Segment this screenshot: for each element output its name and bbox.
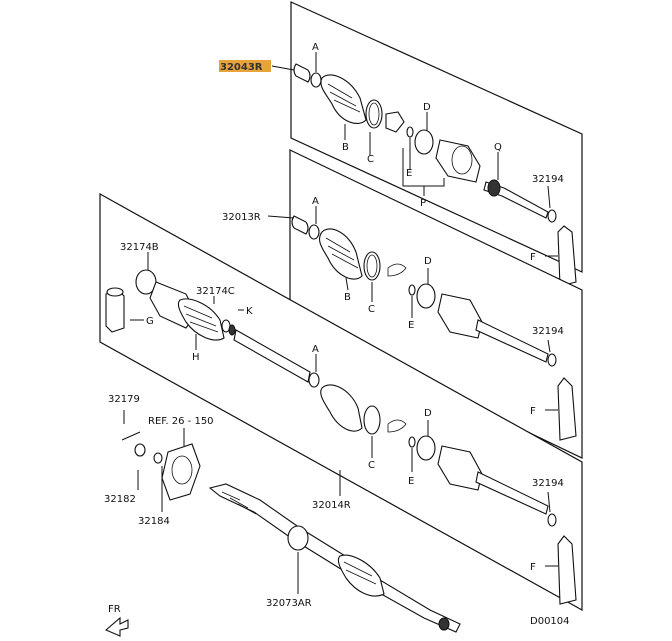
label-D2: D [424, 256, 432, 267]
label-Q1: Q [494, 142, 502, 153]
label-F2: F [530, 406, 536, 417]
label-H: H [192, 352, 200, 363]
label-32174C[interactable]: 32174C [196, 286, 235, 297]
label-C2: C [368, 304, 375, 315]
label-K: K [246, 306, 253, 317]
label-D3: D [424, 408, 432, 419]
label-F3: F [530, 562, 536, 573]
panel-lower-left [99, 192, 583, 612]
label-A1: A [312, 42, 319, 53]
label-C3: C [368, 460, 375, 471]
highlight-32043R [219, 60, 271, 72]
label-32184[interactable]: 32184 [138, 516, 170, 527]
label-32174B[interactable]: 32174B [120, 242, 159, 253]
label-32013R[interactable]: 32013R [222, 212, 261, 223]
label-32182[interactable]: 32182 [104, 494, 136, 505]
label-32194-b[interactable]: 32194 [532, 326, 564, 337]
panel-top [290, 1, 583, 287]
label-32194-c[interactable]: 32194 [532, 478, 564, 489]
label-32073AR[interactable]: 32073AR [266, 598, 312, 609]
label-B1: B [342, 142, 349, 153]
label-E3: E [408, 476, 414, 487]
label-32179[interactable]: 32179 [108, 394, 140, 405]
label-E2: E [408, 320, 414, 331]
label-F1: F [530, 252, 536, 263]
label-code: D00104 [530, 616, 570, 627]
label-A3: A [312, 344, 319, 355]
label-ref[interactable]: REF. 26 - 150 [148, 416, 214, 427]
label-32194-a[interactable]: 32194 [532, 174, 564, 185]
loose-parts [104, 410, 461, 637]
label-C1: C [367, 154, 374, 165]
label-32043R[interactable]: 32043R [220, 62, 263, 73]
label-fr: FR [108, 604, 121, 615]
panel-middle [289, 149, 583, 459]
label-32014R[interactable]: 32014R [312, 500, 351, 511]
label-G: G [146, 316, 154, 327]
label-A2: A [312, 196, 319, 207]
label-P1: P [420, 198, 426, 209]
label-E1: E [406, 168, 412, 179]
label-B2: B [344, 292, 351, 303]
label-D1: D [423, 102, 431, 113]
